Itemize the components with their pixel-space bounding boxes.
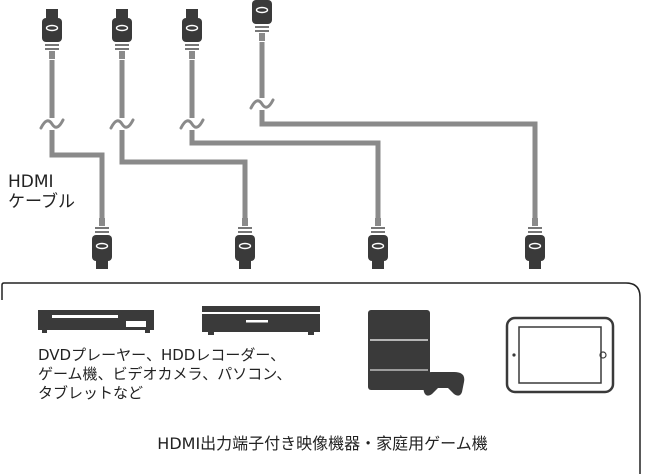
cable-label-line-2: ケーブル xyxy=(8,191,75,212)
hdmi-cable-4 xyxy=(249,0,546,270)
hdmi-cable-3 xyxy=(179,8,389,270)
hdmi-cable-2 xyxy=(109,8,256,270)
game-controller-icon xyxy=(421,372,465,396)
source-types-line-3: タブレットなど xyxy=(38,384,144,402)
device-box-caption: HDMI出力端子付き映像機器・家庭用ゲーム機 xyxy=(157,434,488,453)
source-device-types: DVDプレーヤー、HDDレコーダー、 ゲーム機、ビデオカメラ、パソコン、 タブレ… xyxy=(38,346,291,403)
hdmi-cable-1 xyxy=(39,8,113,270)
dvd-player-icon xyxy=(38,310,154,333)
hdmi-cable-label: HDMI ケーブル xyxy=(8,172,75,212)
device-box xyxy=(1,282,641,474)
tablet-icon xyxy=(505,316,615,394)
game-console-icon xyxy=(368,310,430,390)
cable-label-line-1: HDMI xyxy=(8,172,54,192)
source-types-line-1: DVDプレーヤー、HDDレコーダー、 xyxy=(38,346,286,364)
source-types-line-2: ゲーム機、ビデオカメラ、パソコン、 xyxy=(38,365,292,383)
hdd-recorder-icon xyxy=(202,306,320,335)
